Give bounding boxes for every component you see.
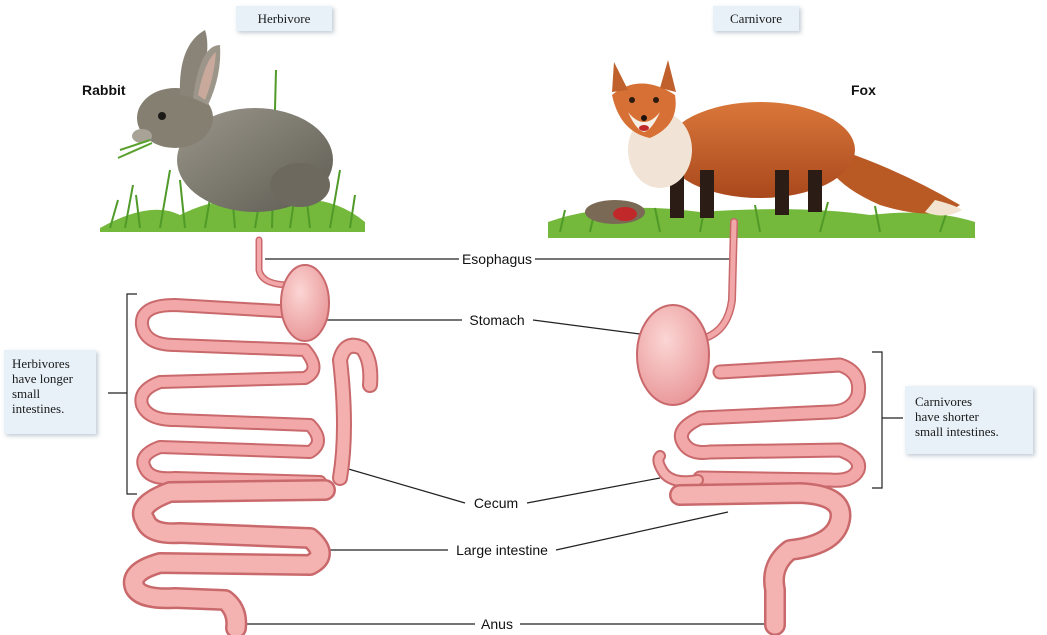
anus-label: Anus <box>478 616 516 632</box>
grass-in-mouth <box>118 140 152 158</box>
large-intestine-label: Large intestine <box>453 542 551 558</box>
rabbit-haunch <box>270 163 330 207</box>
herbivore-note-line-4: intestines. <box>12 401 88 416</box>
cecum-leader-right <box>527 478 660 503</box>
herbivore-note-line-1: Herbivores <box>12 356 88 371</box>
carnivore-esophagus <box>705 222 734 338</box>
herbivore-note-line-2: have longer <box>12 371 88 386</box>
fox-eye-right <box>653 97 659 103</box>
rabbit-label: Rabbit <box>82 82 126 98</box>
fox-ear-left <box>612 62 628 92</box>
herbivore-cecum <box>340 346 370 478</box>
herbivore-digestive-tract <box>134 240 371 628</box>
carnivore-note-line-2: have shorter <box>915 409 1023 424</box>
herbivore-note-line-3: small <box>12 386 88 401</box>
fox-eye-left <box>629 97 635 103</box>
fox-leg-back <box>775 170 789 215</box>
carnivore-title: Carnivore <box>730 11 782 26</box>
rabbit-illustration <box>100 30 365 232</box>
large-intestine-leader-right <box>556 512 728 550</box>
carnivore-note-line-3: small intestines. <box>915 424 1023 439</box>
carnivore-title-box: Carnivore <box>713 6 799 31</box>
carnivore-digestive-tract <box>658 222 858 625</box>
carnivore-note: Carnivores have shorter small intestines… <box>905 386 1033 454</box>
carnivore-stomach <box>637 305 709 405</box>
herbivore-title: Herbivore <box>258 11 311 26</box>
fox-ear-right <box>660 60 676 92</box>
fox-nose <box>641 115 647 121</box>
herbivore-title-box: Herbivore <box>236 6 332 31</box>
esophagus-label: Esophagus <box>459 251 535 267</box>
fox-body <box>665 102 855 198</box>
carnivore-large-intestine <box>680 493 841 625</box>
fox-leg-back-2 <box>808 170 822 212</box>
fox-leg-front-2 <box>700 170 714 218</box>
fox-mouth <box>639 125 649 131</box>
stomach-leader-right <box>533 320 655 336</box>
herbivore-note: Herbivores have longer small intestines. <box>4 350 96 434</box>
herbivore-stomach <box>281 265 329 341</box>
cecum-leader-left <box>345 468 465 503</box>
rabbit-eye <box>158 112 166 120</box>
cecum-label: Cecum <box>471 495 521 511</box>
carnivore-small-intestine <box>681 365 858 480</box>
herbivore-large-intestine <box>134 490 325 628</box>
carnivore-cecum <box>658 456 698 481</box>
carnivore-note-line-1: Carnivores <box>915 394 1023 409</box>
prey-blood <box>613 207 637 221</box>
fox-label: Fox <box>851 82 876 98</box>
stomach-label: Stomach <box>466 312 527 328</box>
carnivore-bracket <box>872 352 882 488</box>
fox-illustration <box>548 60 975 238</box>
